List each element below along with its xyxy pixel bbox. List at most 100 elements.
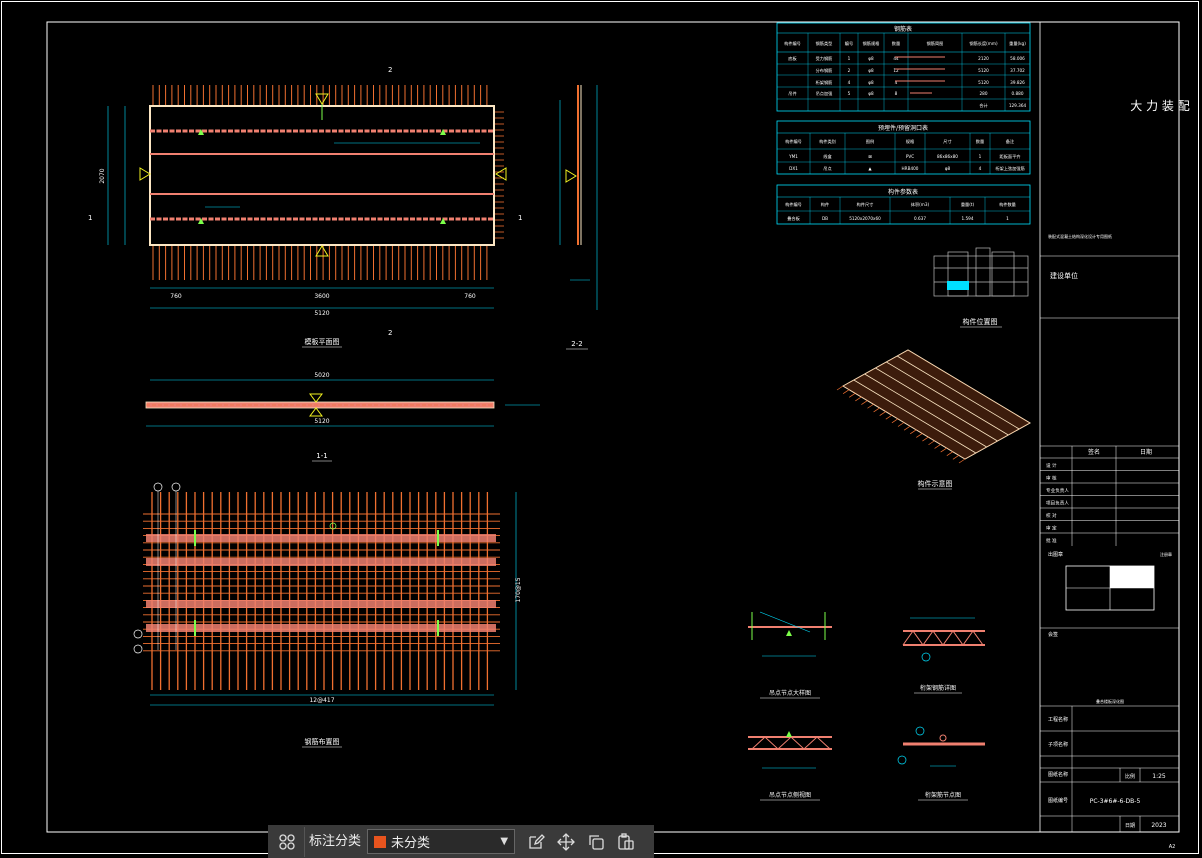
sign-header-date: 日期: [1140, 448, 1152, 456]
cut-mark-1-right: 1: [518, 214, 522, 222]
table-cell: 39.826: [1010, 80, 1025, 85]
table-cell: 86x86x80: [937, 154, 958, 159]
title-block: 大 力 装 配 装配式混凝土结构深化设计专用图纸 建设单位 设 计审 核专业负责…: [1039, 22, 1190, 850]
plan-view: 3600 760 760 5120 2070 2 2 1 1 模板平面图: [88, 66, 522, 348]
location-title: 构件位置图: [963, 317, 998, 326]
param-table-title: 构件参数表: [888, 188, 918, 196]
sec-dim-bottom: 5120: [314, 418, 329, 425]
plan-dim-height: 2070: [99, 168, 106, 183]
table-cell: HRB400: [902, 166, 919, 171]
sign-row-label: 设 计: [1046, 462, 1057, 469]
table-cell: 分布钢筋: [816, 67, 833, 74]
copy-button[interactable]: [581, 827, 611, 857]
section-1-1: 5020 5120 1-1: [145, 372, 540, 462]
chevron-down-icon: ▼: [500, 836, 509, 847]
iso-view: 构件示意图: [836, 349, 1032, 490]
detail-2-title: 桁架钢筋详图: [920, 684, 956, 692]
plan-dim-mid: 3600: [314, 293, 329, 300]
detail-1-title: 吊点节点大样图: [769, 689, 811, 697]
rebar-layout-view: 12@417 170@15 钢筋布置图: [133, 482, 522, 748]
category-color-swatch: [374, 835, 387, 848]
edit-icon: [529, 833, 545, 849]
table-header-cell: 规格: [906, 138, 915, 145]
rebar-view-title: 钢筋布置图: [305, 737, 340, 746]
embed-table-title: 预埋件/预留洞口表: [878, 124, 928, 132]
sign-row-label: 专业负责人: [1046, 487, 1069, 494]
table-cell: 吊点加强: [816, 90, 834, 97]
table-header-cell: 编号: [845, 40, 853, 47]
view-2-2-title: 2-2: [571, 340, 582, 348]
table-cell: DX1: [789, 166, 798, 171]
table-cell: 1: [1006, 216, 1009, 221]
table-cell: 5120: [978, 68, 989, 73]
table-cell: 吊件: [788, 90, 796, 97]
table-cell: 0.637: [914, 216, 926, 221]
grid-icon: [279, 833, 295, 850]
table-header-cell: 构件数量: [999, 201, 1016, 208]
table-header-cell: 钢筋规格: [863, 40, 881, 47]
seal-label: 会签: [1048, 631, 1058, 638]
drawno-label: 图纸编号: [1048, 797, 1068, 804]
plan-dim-left: 760: [170, 293, 182, 300]
category-dropdown[interactable]: 未分类 ▼: [367, 829, 516, 854]
table-header-cell: 备注: [1006, 138, 1015, 145]
sign-row-label: 审 核: [1046, 475, 1057, 482]
table-header-cell: 钢筋类型: [816, 40, 833, 47]
table-cell: 底板: [788, 55, 797, 62]
plan-dim-total: 5120: [314, 310, 329, 317]
table-cell: 44: [893, 56, 899, 61]
proj-label: 工程名称: [1048, 716, 1068, 723]
sign-row-label: 项目负责人: [1046, 500, 1069, 507]
sign-row-label: 批 准: [1046, 537, 1057, 544]
table-header-cell: 重量(t): [961, 201, 975, 208]
subproj-label: 子项名称: [1048, 741, 1068, 748]
table-header-cell: 重量(kg): [1009, 40, 1026, 47]
rebar-table: 钢筋表 构件编号钢筋类型编号钢筋规格数量钢筋简图钢筋长度(mm)重量(kg)底板…: [776, 22, 1031, 112]
move-button[interactable]: [551, 827, 581, 857]
table-cell: 8: [895, 91, 898, 96]
table-cell: ⊠: [868, 154, 872, 159]
table-cell: 0.880: [1012, 91, 1024, 96]
table-cell: 58.006: [1010, 56, 1025, 61]
table-cell: 2: [848, 68, 851, 73]
edit-button[interactable]: [521, 827, 551, 857]
table-cell: 桁架钢筋: [816, 79, 833, 86]
table-header-cell: 图例: [866, 138, 874, 145]
category-selected-value: 未分类: [391, 836, 431, 851]
table-cell: 1: [848, 56, 851, 61]
table-header-cell: 尺寸: [943, 138, 951, 145]
location-diagram: 构件位置图: [933, 247, 1029, 328]
sign-header-name: 签名: [1088, 448, 1100, 456]
table-header-cell: 构件尺寸: [857, 201, 874, 208]
company-name: 大 力 装 配: [1130, 99, 1189, 113]
table-header-cell: 构件编号: [785, 138, 802, 145]
table-cell: φ8: [868, 68, 874, 73]
table-cell: 受力钢筋: [816, 55, 833, 62]
table-cell: PVC: [906, 154, 914, 159]
section-2-2: 2-2: [559, 85, 598, 350]
table-cell: φ8: [945, 166, 951, 171]
project-name: 叠合楼板深化图: [1096, 698, 1124, 704]
date-label: 日期: [1125, 823, 1135, 829]
table-cell: φ8: [868, 91, 874, 96]
table-cell: 合计: [979, 102, 987, 109]
table-cell: 4: [895, 80, 898, 85]
bottom-dim-side: 170@15: [515, 577, 522, 602]
table-cell: 4: [979, 166, 982, 171]
table-cell: 叠合板: [787, 215, 800, 222]
table-cell: φ8: [868, 80, 874, 85]
company-note: 装配式混凝土结构深化设计专用图纸: [1048, 233, 1112, 239]
paste-button[interactable]: [611, 827, 641, 857]
sec-dim-total: 5020: [314, 372, 329, 379]
table-cell: ▲: [868, 166, 872, 171]
stamp-note: 注册章: [1160, 551, 1172, 557]
table-cell: 2120: [978, 56, 989, 61]
cut-mark-1-left: 1: [88, 214, 92, 222]
select-all-button[interactable]: [272, 827, 302, 857]
table-header-cell: 构件编号: [784, 40, 801, 47]
table-cell: 吊点: [823, 166, 831, 172]
table-cell: 距板面平齐: [1000, 153, 1022, 160]
scale-label: 比例: [1125, 773, 1135, 780]
table-cell: DB: [822, 216, 828, 221]
